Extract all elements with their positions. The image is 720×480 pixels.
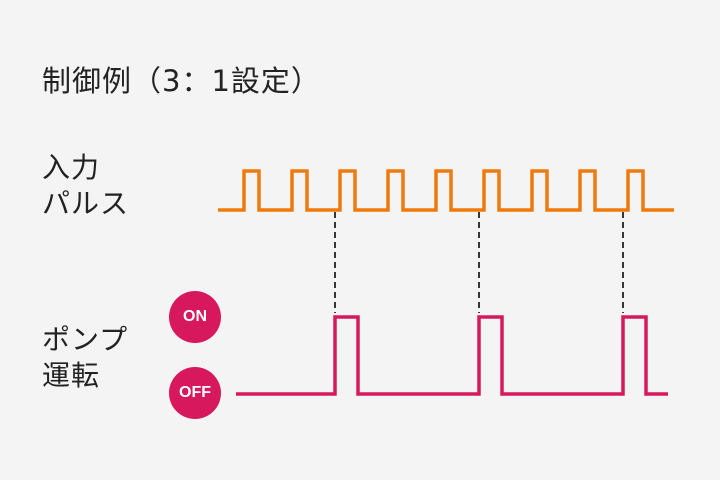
input-pulse-label-line1: 入力 bbox=[42, 151, 101, 184]
pump-operation-label-line2: 運転 bbox=[42, 359, 101, 392]
pump-operation-label-line1: ポンプ bbox=[42, 323, 129, 356]
off-badge: OFF bbox=[169, 367, 221, 419]
input-pulse-label: 入力 パルス bbox=[42, 150, 129, 222]
pump-operation-waveform bbox=[236, 315, 668, 396]
diagram-title: 制御例（3：1設定） bbox=[42, 64, 321, 98]
input-pulse-label-line2: パルス bbox=[42, 187, 130, 220]
sync-dashed-lines bbox=[334, 212, 624, 313]
on-badge: ON bbox=[169, 291, 221, 343]
pump-operation-label: ポンプ 運転 bbox=[42, 322, 128, 394]
input-pulse-waveform bbox=[218, 169, 674, 212]
